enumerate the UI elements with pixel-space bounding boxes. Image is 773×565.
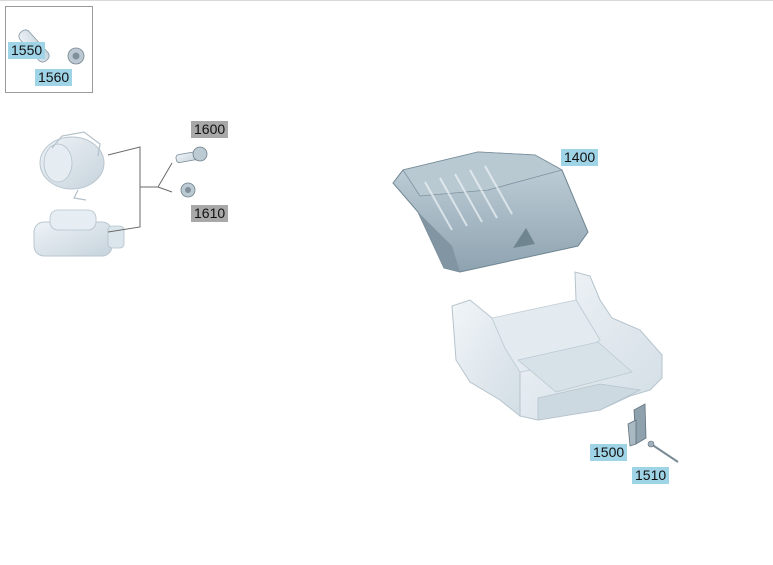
top-divider (0, 0, 773, 1)
bolt-part-1600 (175, 146, 208, 163)
callout-1400[interactable]: 1400 (561, 149, 599, 166)
battery-tray-part (451, 271, 663, 421)
alternator-part (39, 131, 105, 201)
leader-lines (107, 146, 173, 233)
nut-part-1610 (180, 182, 196, 198)
pin-part-1510 (647, 440, 679, 463)
callout-1550[interactable]: 1550 (8, 42, 46, 59)
starter-motor-part (33, 209, 125, 257)
nut-part-1560 (67, 47, 85, 65)
inset-frame (5, 6, 93, 93)
battery-cover-part-1400 (392, 151, 589, 273)
callout-1560[interactable]: 1560 (35, 69, 73, 86)
holder-bracket-part-1500 (627, 403, 647, 447)
callout-1500[interactable]: 1500 (590, 444, 628, 461)
callout-1510[interactable]: 1510 (632, 467, 670, 484)
callout-1610[interactable]: 1610 (191, 205, 229, 222)
callout-1600[interactable]: 1600 (191, 121, 229, 138)
